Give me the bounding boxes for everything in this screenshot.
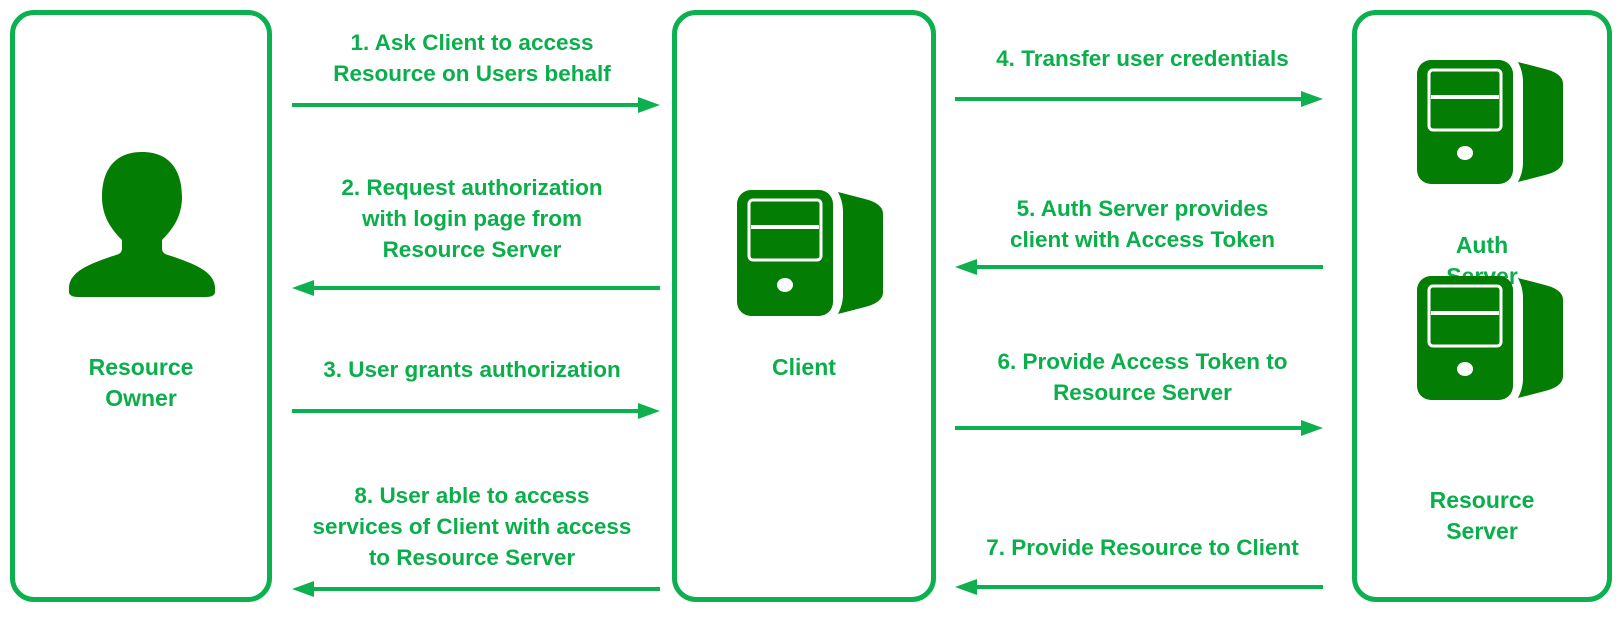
step-2-arrow-left bbox=[292, 278, 660, 298]
resource-server-label: Resource Server bbox=[1429, 487, 1535, 544]
step-4-arrow-right bbox=[955, 89, 1323, 109]
resource-owner-label: Resource Owner bbox=[88, 354, 194, 411]
step-7-arrow-left bbox=[955, 577, 1323, 597]
step-7-label: 7. Provide Resource to Client bbox=[986, 535, 1299, 560]
step-3-label: 3. User grants authorization bbox=[323, 357, 621, 382]
client-label: Client bbox=[772, 354, 836, 380]
resource-server-icon bbox=[1417, 276, 1563, 400]
step-1-label: 1. Ask Client to access Resource on User… bbox=[333, 30, 611, 86]
step-5-arrow-left bbox=[955, 257, 1323, 277]
user-silhouette-icon bbox=[68, 152, 216, 297]
step-6-arrow-right bbox=[955, 418, 1323, 438]
step-5-label: 5. Auth Server provides client with Acce… bbox=[1009, 196, 1276, 252]
auth-server-icon bbox=[1417, 60, 1563, 184]
step-6-label: 6. Provide Access Token to Resource Serv… bbox=[997, 349, 1288, 405]
step-8-arrow-left bbox=[292, 579, 660, 599]
resource-owner-box bbox=[10, 10, 272, 602]
step-3-arrow-right bbox=[292, 401, 660, 421]
step-1-arrow-right bbox=[292, 95, 660, 115]
step-4-label: 4. Transfer user credentials bbox=[996, 46, 1289, 71]
client-server-icon bbox=[737, 190, 883, 316]
step-2-label: 2. Request authorization with login page… bbox=[341, 175, 603, 262]
step-8-label: 8. User able to access services of Clien… bbox=[312, 483, 632, 570]
